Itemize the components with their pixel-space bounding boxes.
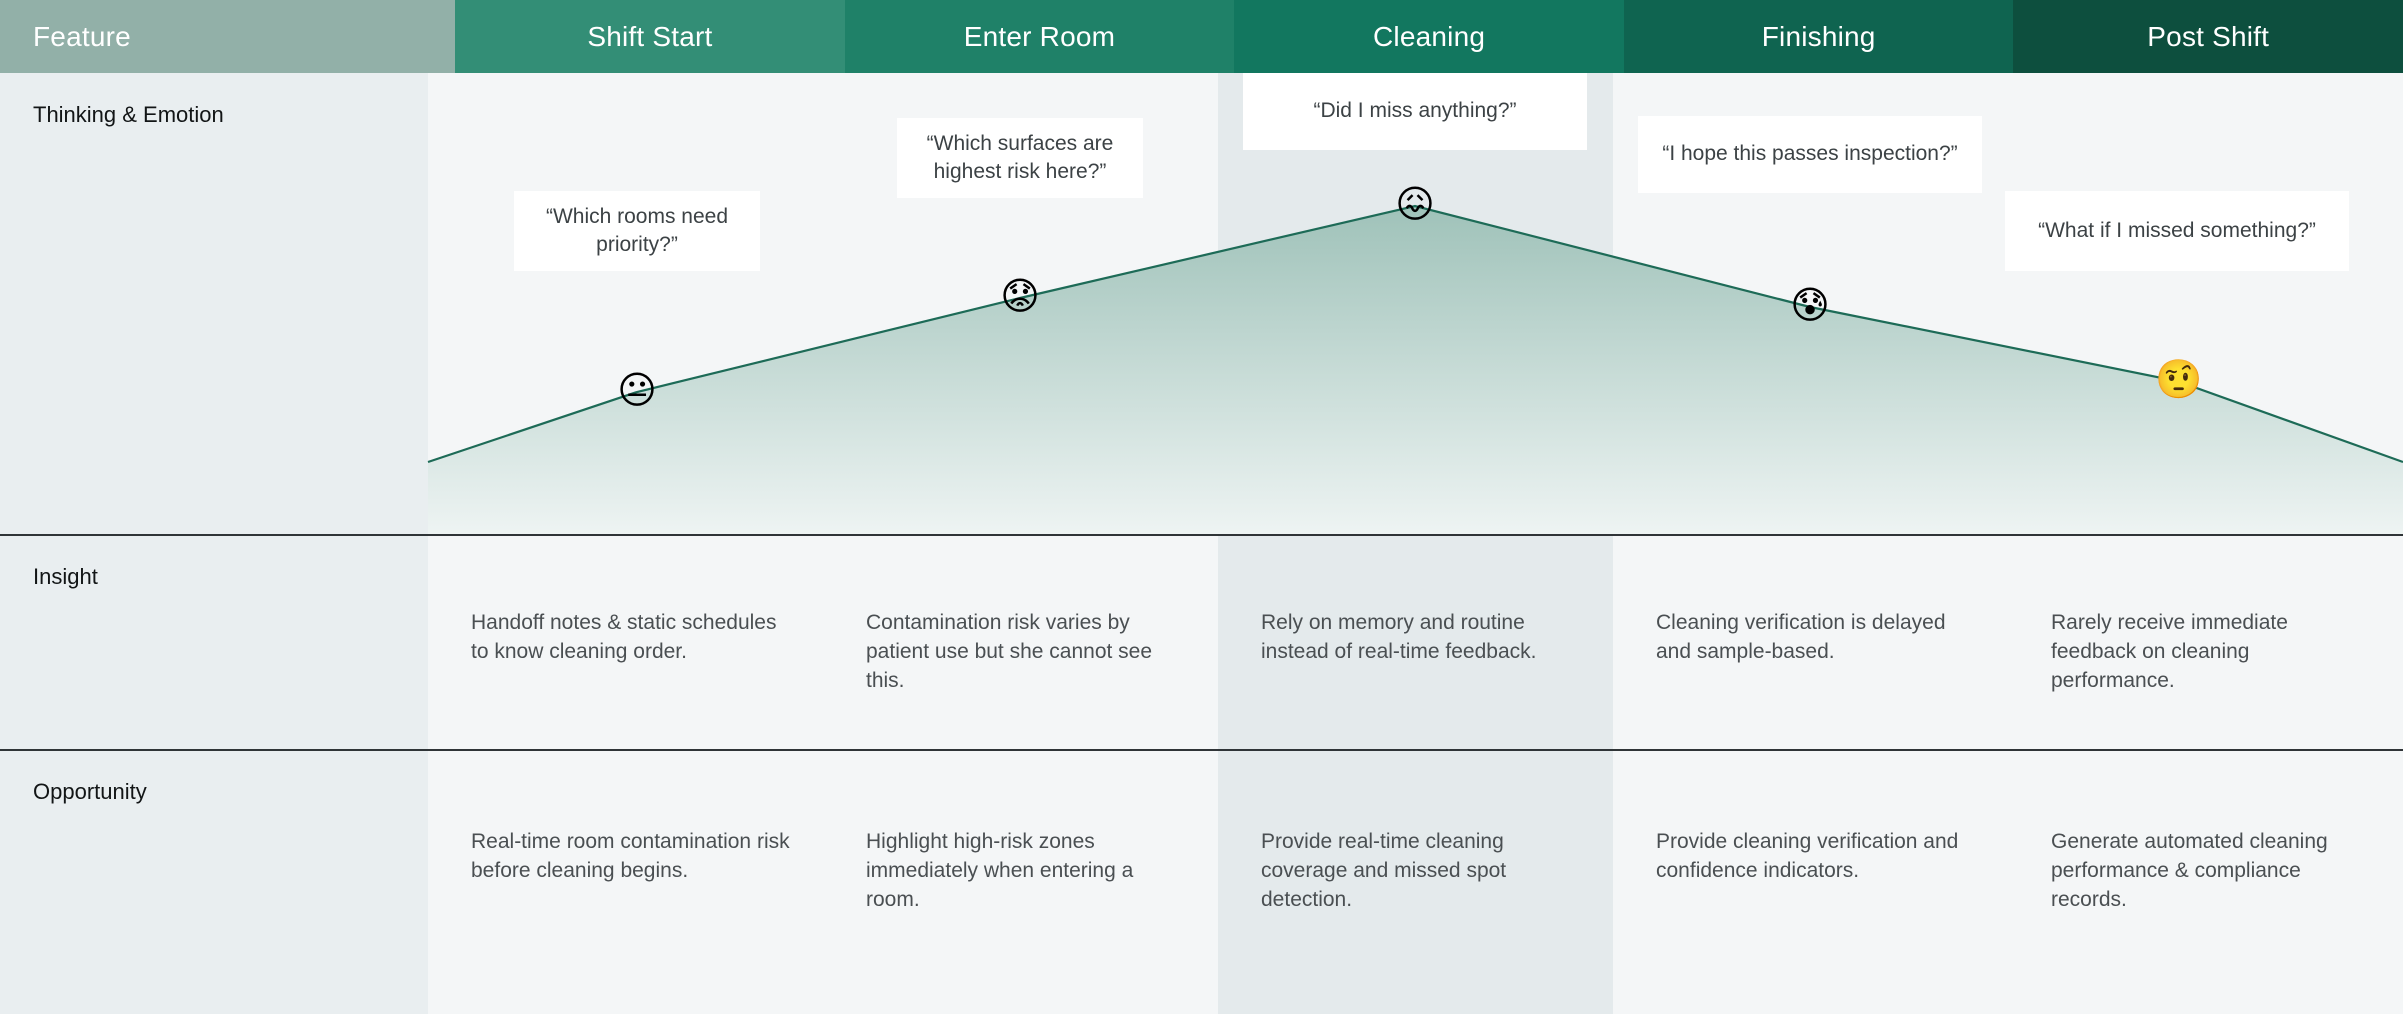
row-divider-insight [0,534,2403,536]
cell-r2-c2: Provide real-time cleaning coverage and … [1218,750,1613,1014]
cell-r2-c4: Generate automated cleaning performance … [2008,750,2403,1014]
cell-r0-c4 [2008,73,2403,535]
row-label: Opportunity [33,779,147,804]
column-band-label [0,0,428,1014]
cell-r2-c3: Provide cleaning verification and confid… [1613,750,2008,1014]
journey-header-row: Feature Shift Start Enter Room Cleaning Fini… [0,0,2403,73]
cell-text: Provide cleaning verification and confid… [1656,830,1959,882]
cell-r2-c1: Highlight high-risk zones immediately wh… [823,750,1218,1014]
header-stage-label: Cleaning [1373,20,1486,52]
row-divider-opportunity [0,749,2403,751]
cell-text: Generate automated cleaning performance … [2051,830,2328,911]
cell-text: Real-time room contamination risk before… [471,830,790,882]
header-cell-feature: Feature [0,0,456,73]
cell-r1-c3: Cleaning verification is delayed and sam… [1613,535,2008,750]
cell-r1-c0: Handoff notes & static schedules to know… [428,535,823,750]
cell-text: Provide real-time cleaning coverage and … [1261,830,1507,911]
row-label-cell-0: Thinking & Emotion [0,73,428,535]
cell-r2-c0: Real-time room contamination risk before… [428,750,823,1014]
header-cell-stage-3[interactable]: Finishing [1623,0,2014,73]
cell-r0-c3 [1613,73,2008,535]
cell-r0-c2 [1218,73,1613,535]
row-label: Thinking & Emotion [33,102,224,127]
cell-text: Highlight high-risk zones immediately wh… [866,830,1134,911]
header-stage-label: Post Shift [2147,20,2270,52]
cell-text: Rely on memory and routine instead of re… [1261,611,1537,663]
header-cell-stage-4[interactable]: Post Shift [2013,0,2403,73]
row-label-cell-1: Insight [0,535,428,750]
cell-text: Contamination risk varies by patient use… [866,611,1153,692]
row-label-cell-2: Opportunity [0,750,428,1014]
row-thinking-emotion: Thinking & Emotion [0,73,2403,535]
header-cell-stage-1[interactable]: Enter Room [844,0,1235,73]
header-stage-label: Enter Room [963,20,1116,52]
row-label: Insight [33,564,98,589]
cell-r0-c0 [428,73,823,535]
cell-text: Rarely receive immediate feedback on cle… [2051,611,2288,692]
cell-r1-c2: Rely on memory and routine instead of re… [1218,535,1613,750]
cell-r1-c1: Contamination risk varies by patient use… [823,535,1218,750]
header-cell-stage-0[interactable]: Shift Start [455,0,845,73]
header-cell-stage-2[interactable]: Cleaning [1234,0,1624,73]
header-stage-label: Shift Start [587,20,713,52]
header-stage-label: Finishing [1761,20,1876,52]
cell-r1-c4: Rarely receive immediate feedback on cle… [2008,535,2403,750]
cell-r0-c1 [823,73,1218,535]
cell-text: Cleaning verification is delayed and sam… [1656,611,1946,663]
header-label-feature: Feature [33,20,131,52]
cell-text: Handoff notes & static schedules to know… [471,611,777,663]
